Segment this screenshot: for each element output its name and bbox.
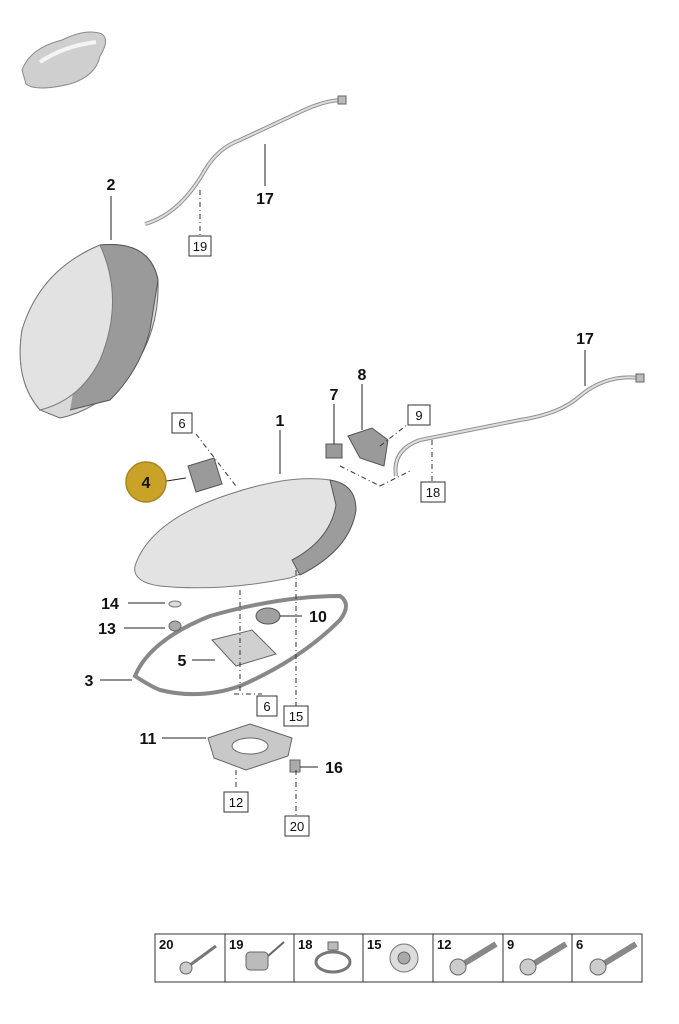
callout-16: 16 [325, 760, 343, 777]
callout-1: 1 [276, 413, 285, 430]
svg-text:19: 19 [193, 239, 207, 254]
seal-part-3 [132, 593, 348, 697]
car-silhouette-icon [21, 31, 106, 89]
svg-text:19: 19 [229, 937, 243, 952]
callout-4: 4 [142, 475, 151, 492]
bolt-icon [179, 944, 217, 975]
svg-text:9: 9 [415, 408, 422, 423]
ref-box-15: 15 [283, 705, 309, 727]
svg-text:9: 9 [507, 937, 514, 952]
clip-icon [245, 941, 285, 971]
ref-box-20: 20 [284, 815, 310, 837]
ref-box-6-lower: 6 [256, 695, 278, 717]
svg-text:6: 6 [576, 937, 583, 952]
hose-right [393, 373, 645, 477]
headlamp-part-1 [134, 478, 357, 589]
callout-7: 7 [330, 387, 339, 404]
ref-box-12: 12 [223, 791, 249, 813]
rivet-icon [389, 943, 419, 973]
callout-2: 2 [107, 177, 116, 194]
ref-box-18: 18 [420, 481, 446, 503]
ref-box-6-upper: 6 [171, 412, 193, 434]
callout-5: 5 [178, 653, 187, 670]
svg-text:20: 20 [290, 819, 304, 834]
callout-14: 14 [101, 596, 119, 613]
callout-8: 8 [358, 367, 367, 384]
svg-text:6: 6 [263, 699, 270, 714]
ref-box-19: 19 [188, 235, 212, 257]
actuator-part-7 [325, 443, 343, 459]
hose-upper [144, 95, 347, 226]
reference-lines [195, 190, 433, 816]
legend-cell-20: 20 [159, 937, 217, 975]
cap-part-10 [255, 607, 281, 625]
svg-text:20: 20 [159, 937, 173, 952]
leader-lines [100, 144, 586, 768]
clamp-icon [314, 941, 352, 974]
legend-cell-6: 6 [576, 937, 638, 976]
legend-cell-19: 19 [229, 937, 285, 971]
ref-box-9: 9 [407, 404, 431, 426]
callout-17-upper: 17 [256, 191, 274, 208]
svg-text:18: 18 [298, 937, 312, 952]
callout-13: 13 [98, 621, 116, 638]
svg-text:15: 15 [289, 709, 303, 724]
nut-part-13 [168, 620, 182, 632]
bolt-icon [449, 941, 498, 976]
legend-cell-18: 18 [298, 937, 352, 974]
callout-17-right: 17 [576, 331, 594, 348]
svg-text:12: 12 [437, 937, 451, 952]
svg-text:6: 6 [178, 416, 185, 431]
grommet-part-14 [168, 600, 182, 608]
bolt-icon [589, 941, 638, 976]
fastener-legend: 20 19 18 15 12 9 6 [154, 933, 643, 983]
svg-text:12: 12 [229, 795, 243, 810]
legend-cell-15: 15 [367, 937, 419, 973]
control-unit-part-4 [187, 457, 223, 493]
svg-text:18: 18 [426, 485, 440, 500]
legend-cell-9: 9 [507, 937, 568, 976]
callout-3: 3 [85, 673, 94, 690]
bolt-icon [519, 941, 568, 976]
legend-cell-12: 12 [437, 937, 498, 976]
bracket-part-8 [347, 427, 389, 467]
callout-10: 10 [309, 609, 327, 626]
clip-part-16 [289, 759, 301, 773]
headlamp-part-2 [19, 243, 159, 419]
ring-part-11 [207, 723, 293, 771]
callout-11: 11 [140, 731, 157, 748]
svg-text:15: 15 [367, 937, 381, 952]
highlight-callout-4[interactable]: 4 [125, 461, 167, 503]
mount-part-5 [211, 629, 277, 667]
